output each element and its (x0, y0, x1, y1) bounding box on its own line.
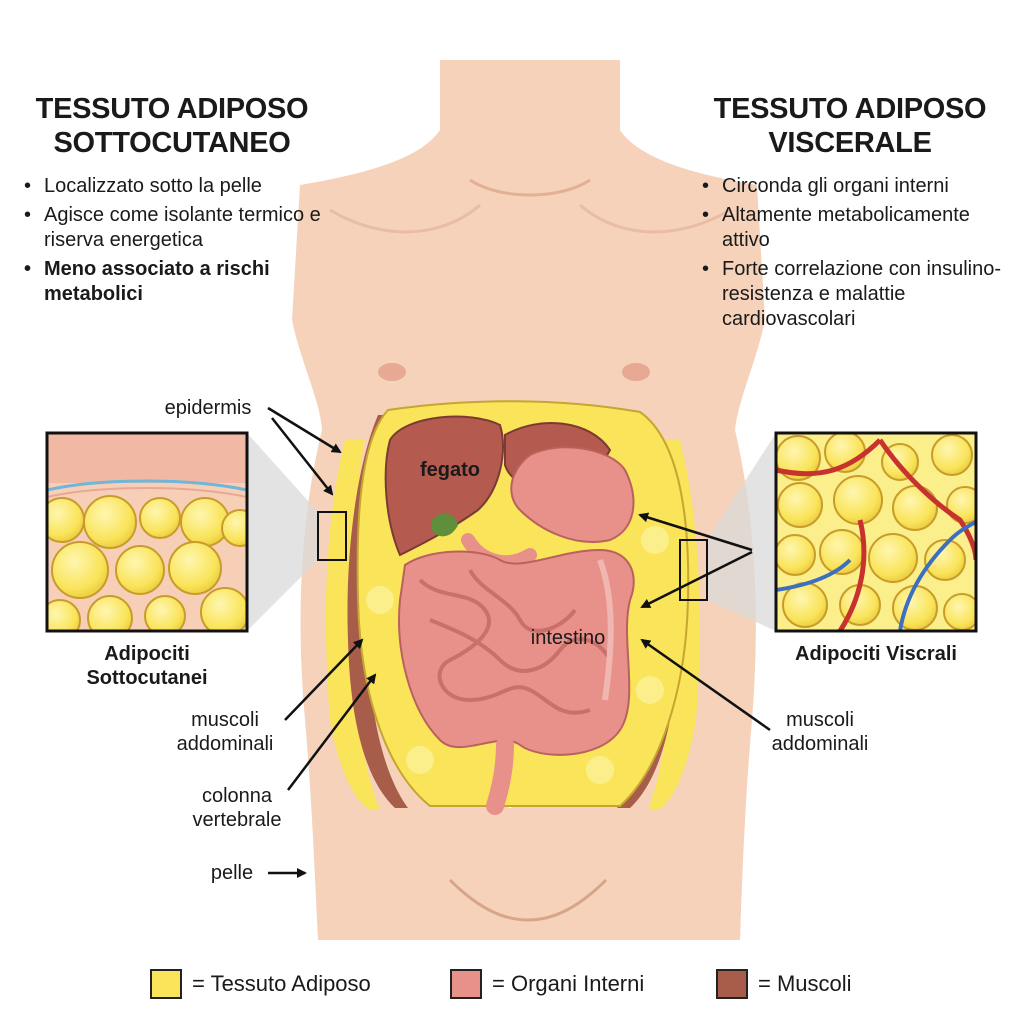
zoom-box-left (317, 511, 347, 561)
visceral-bullet-list: Circonda gli organi interni Altamente me… (700, 174, 1005, 332)
label-muscoli-right: muscoli addominali (771, 709, 869, 755)
legend-item-muscles: = Muscoli (716, 966, 852, 1002)
legend-swatch-muscles (716, 969, 748, 999)
nipple-left (378, 363, 406, 381)
zoom-box-right (679, 539, 708, 601)
bullet-item: Agisce come isolante termico e riserva e… (22, 203, 342, 253)
gallbladder (432, 513, 458, 537)
blood-vessel-red (776, 438, 976, 631)
visceral-info-panel: TESSUTO ADIPOSO VISCERALE Circonda gli o… (700, 92, 1005, 336)
legend-swatch-adipose (150, 969, 182, 999)
label-muscoli-left: muscoli addominali (176, 709, 274, 755)
caption-visceral-adipocytes: Adipociti Viscrali (795, 643, 957, 665)
caption-subcutaneous-adipocytes: Adipociti Sottocutanei (86, 643, 208, 689)
zoom-indicators (247, 433, 776, 631)
legend-item-adipose: = Tessuto Adiposo (150, 966, 371, 1002)
bullet-item: Forte correlazione con insulino-resisten… (700, 257, 1005, 332)
subcutaneous-title: TESSUTO ADIPOSO SOTTOCUTANEO (35, 93, 309, 159)
color-legend: = Tessuto Adiposo = Organi Interni = Mus… (150, 966, 910, 1006)
subcutaneous-bullet-list: Localizzato sotto la pelle Agisce come i… (22, 174, 342, 307)
legend-swatch-organs (450, 969, 482, 999)
bullet-item: Circonda gli organi interni (700, 174, 1005, 199)
bullet-item: Altamente metabolicamente attivo (700, 203, 1005, 253)
subcutaneous-info-panel: TESSUTO ADIPOSO SOTTOCUTANEO Localizzato… (22, 92, 342, 311)
pointer-arrows (267, 406, 771, 878)
visceral-title: TESSUTO ADIPOSO VISCERALE (713, 93, 987, 159)
inset-visceral (774, 431, 978, 633)
legend-item-organs: = Organi Interni (450, 966, 644, 1002)
label-pelle: pelle (210, 862, 254, 884)
label-epidermis: epidermis (164, 397, 252, 419)
label-colonna-vertebrale: colonna vertebrale (192, 785, 282, 831)
intestines (398, 548, 635, 815)
label-intestino: intestino (530, 627, 606, 649)
bullet-item: Localizzato sotto la pelle (22, 174, 342, 199)
blood-vessel-blue (776, 520, 976, 631)
nipple-right (622, 363, 650, 381)
inset-subcutaneous (45, 431, 249, 633)
label-fegato: fegato (420, 459, 480, 481)
bullet-item: Meno associato a rischi metabolici (22, 257, 342, 307)
